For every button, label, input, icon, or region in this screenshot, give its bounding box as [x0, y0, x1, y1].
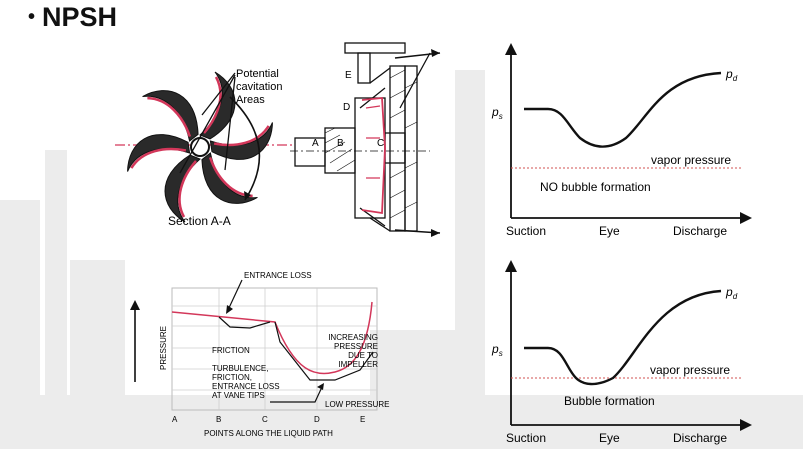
tick-eye: Eye [599, 224, 620, 238]
ps-label: ps [491, 342, 503, 358]
x-arrow-icon [740, 212, 752, 224]
cavitation-area [178, 160, 197, 218]
increasing-label-2: PRESSURE [334, 342, 378, 351]
label-e: E [345, 70, 352, 81]
cavitation-label-2: cavitation [236, 81, 282, 93]
turbulence-label-2: FRICTION, [212, 373, 252, 382]
cavitation-label-1: Potential [236, 68, 279, 80]
impeller-diagram: Potential cavitation Areas Section A-A [115, 68, 295, 228]
pressure-line [171, 301, 373, 375]
pd-label: pd [725, 67, 738, 83]
increasing-label-4: IMPELLER [338, 360, 378, 369]
region-label: Bubble formation [564, 394, 655, 408]
increasing-label-1: INCREASING [328, 333, 378, 342]
pressure-axis-label: PRESSURE [159, 326, 168, 370]
tick-discharge: Discharge [673, 431, 727, 445]
region-label: NO bubble formation [540, 180, 651, 194]
increasing-label-3: DUE TO [348, 351, 378, 360]
vapor-label: vapor pressure [651, 153, 731, 167]
impeller-vane [142, 90, 199, 142]
entrance-loss-label: ENTRANCE LOSS [244, 271, 312, 280]
tick-e: E [360, 415, 365, 424]
tick-a: A [172, 415, 178, 424]
cavitation-area [130, 147, 187, 169]
pressure-curve [524, 289, 722, 386]
low-point-label: LOW PRESSURE POINT [325, 400, 390, 409]
label-a: A [312, 138, 319, 149]
label-d: D [343, 102, 350, 113]
tick-d: D [314, 415, 320, 424]
chart-no-bubble: ps pd vapor pressure NO bubble formation… [491, 43, 752, 238]
slide-title-text: NPSH [42, 2, 118, 32]
y-arrow-icon [505, 260, 517, 272]
slide-title: • NPSH [28, 2, 117, 33]
turbulence-label-4: AT VANE TIPS [212, 391, 265, 400]
x-axis-label: POINTS ALONG THE LIQUID PATH [204, 429, 333, 438]
pump-hatching [324, 69, 418, 219]
chart-bubble: ps pd vapor pressure Bubble formation Su… [491, 260, 752, 445]
label-c: C [377, 138, 384, 149]
vapor-label: vapor pressure [650, 363, 730, 377]
pd-label: pd [725, 285, 738, 301]
cavitation-area [147, 96, 192, 137]
friction-label: FRICTION [212, 346, 250, 355]
loss-envelope [218, 316, 374, 381]
pressure-curve [524, 71, 722, 148]
x-arrow-icon [740, 419, 752, 431]
turbulence-label-1: TURBULENCE, [212, 364, 268, 373]
pressure-path-chart: ENTRANCE LOSS FRICTION TURBULENCE, FRICT… [130, 271, 390, 438]
tick-discharge: Discharge [673, 224, 727, 238]
tick-suction: Suction [506, 431, 546, 445]
impeller-vanes [127, 71, 273, 223]
cavitation-label-3: Areas [236, 94, 265, 106]
tick-suction: Suction [506, 224, 546, 238]
section-label: Section A-A [168, 214, 231, 228]
label-b: B [337, 138, 344, 149]
cavitation-area [203, 76, 222, 134]
tick-c: C [262, 415, 268, 424]
tick-b: B [216, 415, 221, 424]
y-arrow-icon [505, 43, 517, 55]
tick-eye: Eye [599, 431, 620, 445]
cavitation-area [213, 125, 270, 147]
ps-label: ps [491, 105, 503, 121]
pressure-arrow-icon [130, 300, 140, 310]
pump-cross-section: E D A B C [290, 42, 441, 237]
turbulence-label-3: ENTRANCE LOSS [212, 382, 280, 391]
bullet-icon: • [28, 6, 36, 28]
